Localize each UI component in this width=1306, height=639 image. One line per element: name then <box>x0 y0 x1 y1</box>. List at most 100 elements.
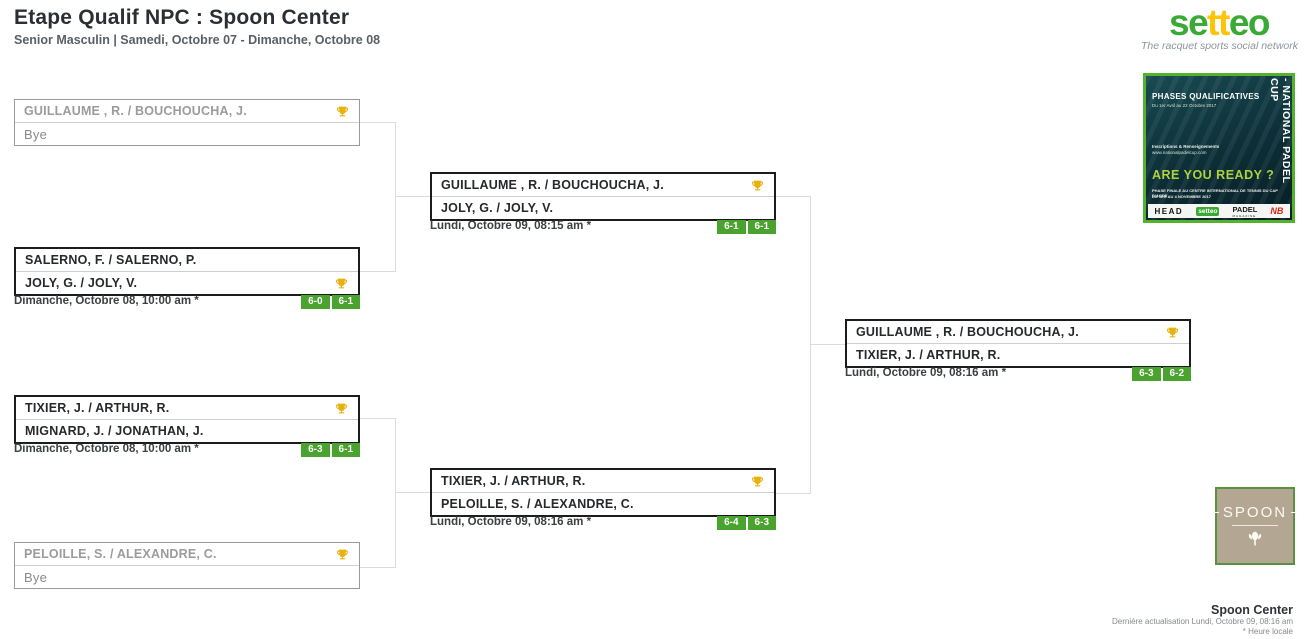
match-r2m2[interactable]: TIXIER, J. / ARTHUR, R. PELOILLE, S. / A… <box>430 468 776 517</box>
bracket-connector <box>360 122 396 272</box>
team-row-bye[interactable]: Bye <box>15 565 359 588</box>
spoon-wordmark: SPOON <box>1212 504 1298 521</box>
set-score: 6-4 <box>717 516 746 530</box>
team-row-loser[interactable]: TIXIER, J. / ARTHUR, R. <box>847 343 1189 366</box>
match-date: Dimanche, Octobre 08, 10:00 am * <box>14 295 199 307</box>
team-row-winner[interactable]: TIXIER, J. / ARTHUR, R. <box>432 470 774 492</box>
team-row-bye[interactable]: Bye <box>15 122 359 145</box>
page-subtitle: Senior Masculin | Samedi, Octobre 07 - D… <box>14 33 381 47</box>
trophy-icon <box>335 401 349 415</box>
team-row-winner[interactable]: TIXIER, J. / ARTHUR, R. <box>16 397 358 419</box>
bracket-connector <box>775 196 811 494</box>
new-balance-logo: NB <box>1270 206 1284 216</box>
set-score: 6-1 <box>331 295 360 309</box>
team-row-winner[interactable]: GUILLAUME , R. / BOUCHOUCHA, J. <box>15 100 359 122</box>
bracket-connector <box>395 196 430 197</box>
spoon-club-logo[interactable]: SPOON <box>1215 487 1295 565</box>
match-date: Dimanche, Octobre 08, 10:00 am * <box>14 443 199 455</box>
set-score: 6-2 <box>1162 367 1191 381</box>
set-score: 6-0 <box>301 295 330 309</box>
team-row-loser[interactable]: PELOILLE, S. / ALEXANDRE, C. <box>432 492 774 515</box>
bracket-connector <box>360 418 396 568</box>
set-score: 6-1 <box>331 443 360 457</box>
match-r1m3[interactable]: TIXIER, J. / ARTHUR, R. MIGNARD, J. / JO… <box>14 395 360 444</box>
footer-last-update: Dernière actualisation Lundi, Octobre 09… <box>1112 617 1293 626</box>
spoon-icon <box>1248 531 1262 546</box>
trophy-icon <box>1166 325 1180 339</box>
setteo-wordmark: setteo <box>1169 2 1271 43</box>
spoon-divider <box>1232 525 1278 526</box>
poster-url: www.nationalpadelcup.com <box>1152 150 1207 155</box>
team-name: PELOILLE, S. / ALEXANDRE, C. <box>24 547 217 561</box>
set-score: 6-3 <box>747 516 776 530</box>
trophy-icon <box>336 104 350 118</box>
team-row-winner[interactable]: PELOILLE, S. / ALEXANDRE, C. <box>15 543 359 565</box>
footer-local-time-note: * Heure locale <box>1242 627 1293 636</box>
match-r1m1[interactable]: GUILLAUME , R. / BOUCHOUCHA, J. Bye <box>14 99 360 146</box>
poster-info-line: Inscriptions & Renseignements <box>1152 144 1220 149</box>
team-name: TIXIER, J. / ARTHUR, R. <box>856 348 1001 362</box>
set-score: 6-3 <box>1132 367 1161 381</box>
team-name: JOLY, G. / JOLY, V. <box>25 276 138 290</box>
footer: Spoon Center Dernière actualisation Lund… <box>1112 603 1293 637</box>
head-logo: HEAD <box>1154 206 1184 216</box>
match-r2m1[interactable]: GUILLAUME , R. / BOUCHOUCHA, J. JOLY, G.… <box>430 172 776 221</box>
trophy-icon <box>751 178 765 192</box>
team-name: TIXIER, J. / ARTHUR, R. <box>441 474 586 488</box>
bracket-connector <box>395 492 430 493</box>
match-r1m4[interactable]: PELOILLE, S. / ALEXANDRE, C. Bye <box>14 542 360 589</box>
setteo-mini-logo: setteo <box>1196 206 1220 216</box>
team-name: GUILLAUME , R. / BOUCHOUCHA, J. <box>24 104 247 118</box>
team-row-winner[interactable]: GUILLAUME , R. / BOUCHOUCHA, J. <box>432 174 774 196</box>
national-padel-cup-poster[interactable]: PHASES QUALIFICATIVES Du 1er Avril au 22… <box>1143 73 1295 223</box>
team-name: MIGNARD, J. / JONATHAN, J. <box>25 424 204 438</box>
team-row-loser[interactable]: MIGNARD, J. / JONATHAN, J. <box>16 419 358 442</box>
trophy-icon <box>335 276 349 290</box>
poster-cta: ARE YOU READY ? <box>1151 168 1275 182</box>
team-row-winner[interactable]: GUILLAUME , R. / BOUCHOUCHA, J. <box>847 321 1189 343</box>
team-name: GUILLAUME , R. / BOUCHOUCHA, J. <box>856 325 1079 339</box>
team-row-loser[interactable]: JOLY, G. / JOLY, V. <box>432 196 774 219</box>
team-name: JOLY, G. / JOLY, V. <box>441 201 554 215</box>
set-score: 6-3 <box>301 443 330 457</box>
team-name: SALERNO, F. / SALERNO, P. <box>25 253 197 267</box>
team-row-loser[interactable]: SALERNO, F. / SALERNO, P. <box>16 249 358 271</box>
team-name: GUILLAUME , R. / BOUCHOUCHA, J. <box>441 178 664 192</box>
poster-footer-line1: PHASE FINALE AU CENTRE INTERNATIONAL DE … <box>1152 188 1278 198</box>
poster-subheading: Du 1er Avril au 22 Octobre 2017 <box>1152 103 1217 108</box>
team-name: PELOILLE, S. / ALEXANDRE, C. <box>441 497 634 511</box>
setteo-tagline: The racquet sports social network <box>1141 40 1298 52</box>
page-title: Etape Qualif NPC : Spoon Center <box>14 6 350 29</box>
team-name: TIXIER, J. / ARTHUR, R. <box>25 401 170 415</box>
setteo-logo[interactable]: setteo The racquet sports social network <box>1141 2 1298 53</box>
trophy-icon <box>751 474 765 488</box>
footer-club-name: Spoon Center <box>1211 603 1293 617</box>
match-r1m2[interactable]: SALERNO, F. / SALERNO, P. JOLY, G. / JOL… <box>14 247 360 296</box>
bracket-connector <box>810 344 845 345</box>
match-date: Lundi, Octobre 09, 08:16 am * <box>845 367 1007 379</box>
poster-side-text: - NATIONAL PADEL CUP <box>1268 78 1292 184</box>
set-score: 6-1 <box>747 220 776 234</box>
bye-label: Bye <box>24 569 48 585</box>
poster-footer-line2: DU 1ER AU 4 NOVEMBRE 2017 <box>1152 194 1211 199</box>
poster-heading: PHASES QUALIFICATIVES <box>1152 92 1260 101</box>
team-row-winner[interactable]: JOLY, G. / JOLY, V. <box>16 271 358 294</box>
match-date: Lundi, Octobre 09, 08:16 am * <box>430 516 592 528</box>
set-score: 6-1 <box>717 220 746 234</box>
trophy-icon <box>336 547 350 561</box>
match-date: Lundi, Octobre 09, 08:15 am * <box>430 220 592 232</box>
match-final[interactable]: GUILLAUME , R. / BOUCHOUCHA, J. TIXIER, … <box>845 319 1191 368</box>
